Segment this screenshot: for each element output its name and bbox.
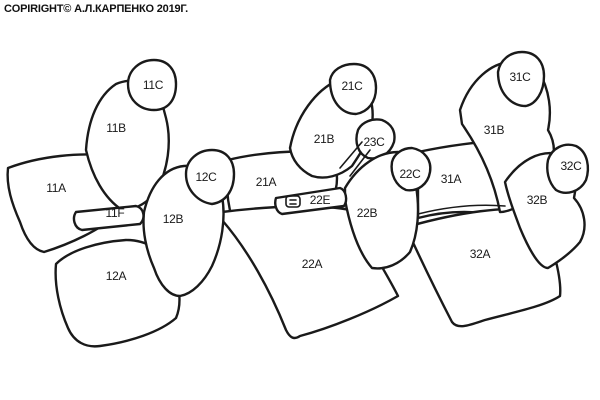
seat-11C-headrest: [126, 58, 178, 112]
label-32C: 32C: [560, 159, 582, 173]
label-32A: 32A: [470, 247, 491, 261]
label-21B: 21B: [314, 132, 335, 146]
label-11F: 11F: [106, 206, 125, 220]
label-31A: 31A: [441, 172, 462, 186]
armrest-cupholder-slot: [289, 199, 297, 205]
seat-32C-headrest: [546, 143, 590, 194]
seat-12C-headrest: [184, 148, 236, 206]
rear-seam-line: [417, 204, 506, 215]
label-22B: 22B: [357, 206, 378, 220]
seam-23C-left: [339, 141, 363, 169]
label-22E: 22E: [310, 193, 331, 207]
seat-12A-cushion: [54, 238, 181, 348]
armrest-11F: [72, 204, 145, 232]
label-11C: 11C: [143, 78, 164, 92]
seat-11B-backrest: [84, 79, 170, 212]
copyright-notice: COPIRIGHT© А.Л.КАРПЕНКО 2019Г.: [4, 3, 188, 15]
label-31C: 31C: [509, 70, 531, 84]
label-23C: 23C: [363, 135, 385, 149]
label-11A: 11A: [46, 181, 66, 195]
seam-23C-right: [349, 149, 371, 177]
label-12C: 12C: [195, 170, 217, 184]
seat-31C-headrest: [496, 50, 546, 108]
label-22A: 22A: [302, 257, 323, 271]
label-12B: 12B: [163, 212, 184, 226]
middle-row-group: [220, 62, 432, 340]
part-labels: 11A 11B 11C 11F 12A 12B 12C 21A 21B 21C …: [46, 70, 582, 283]
label-32B: 32B: [527, 193, 548, 207]
rear-bench-group: [408, 50, 590, 328]
seat-23C-headrest: [355, 118, 396, 160]
label-11B: 11B: [106, 121, 126, 135]
armrest-cupholder: [285, 195, 301, 208]
seat-21C-headrest: [328, 62, 378, 116]
label-31B: 31B: [484, 123, 505, 137]
front-row-group: [6, 58, 236, 348]
label-22C: 22C: [399, 167, 421, 181]
label-12A: 12A: [106, 269, 127, 283]
label-21A: 21A: [256, 175, 277, 189]
seat-22C-headrest: [390, 146, 432, 192]
label-21C: 21C: [341, 79, 363, 93]
